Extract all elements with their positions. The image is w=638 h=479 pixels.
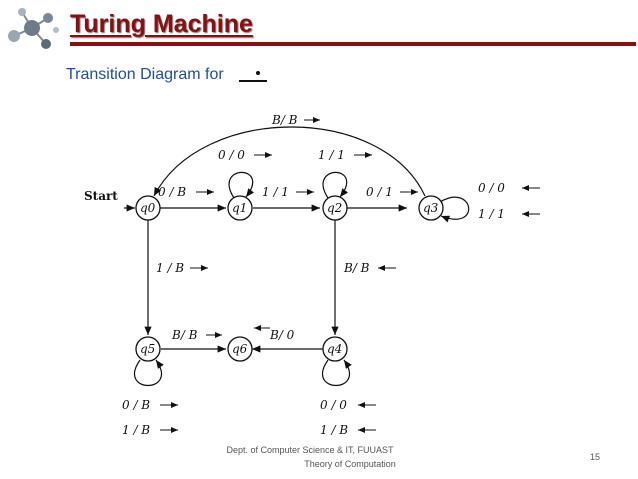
label-q2-q4: B/ B: [343, 261, 370, 275]
svg-text:q5: q5: [140, 342, 155, 356]
start-label: Start: [84, 189, 118, 203]
state-q6: q6: [227, 336, 253, 362]
state-q1: q1: [227, 195, 253, 221]
label-q5-q6: B/ B: [171, 328, 198, 342]
svg-text:q1: q1: [232, 201, 247, 215]
label-q3-q0: B/ B: [271, 113, 298, 127]
svg-text:q3: q3: [423, 201, 439, 215]
footer-course: Theory of Computation: [304, 459, 396, 469]
label-q1-q2: 1 / 1: [262, 185, 289, 199]
molecule-logo-icon: [8, 8, 59, 49]
label-q4-loop-a: 0 / 0: [320, 398, 347, 412]
footer-department: Dept. of Computer Science & IT, FUUAST: [226, 445, 394, 455]
state-q4: q4: [322, 336, 348, 362]
edge-q3-q0: [153, 126, 426, 197]
label-q2-loop: 1 / 1: [318, 148, 345, 162]
label-q3-loop-a: 0 / 0: [478, 181, 505, 195]
label-q3-loop-b: 1 / 1: [478, 207, 505, 221]
state-q5: q5: [135, 336, 161, 362]
svg-text:q6: q6: [232, 342, 248, 356]
loop-q1: [228, 171, 255, 199]
loop-q3: [439, 196, 470, 223]
page-number: 15: [590, 452, 601, 462]
label-q0-q5: 1 / B: [156, 261, 184, 275]
loop-q4: [321, 359, 352, 386]
svg-text:q4: q4: [327, 342, 342, 356]
loop-q5: [133, 359, 164, 386]
state-q3: q3: [418, 195, 444, 221]
label-q4-loop-b: 1 / B: [320, 423, 348, 437]
state-q0: q0: [135, 195, 161, 221]
svg-text:q2: q2: [327, 201, 342, 215]
language-symbol-icon: [239, 71, 267, 82]
title-rule: [70, 42, 636, 46]
label-q2-q3: 0 / 1: [366, 185, 393, 199]
loop-q2: [322, 171, 349, 199]
label-q1-loop: 0 / 0: [218, 148, 245, 162]
transition-diagram: Start q0 q1 q2 q3 q5 q6 q4 B/ B 0 / 0 1 …: [84, 113, 540, 437]
slide-subtitle: Transition Diagram for: [66, 66, 224, 83]
footer: Dept. of Computer Science & IT, FUUAST T…: [200, 443, 440, 471]
label-q4-q6: B/ 0: [269, 328, 295, 342]
svg-text:q0: q0: [140, 201, 156, 215]
label-q0-q1: 0 / B: [158, 185, 186, 199]
slide-title: Turing Machine: [70, 10, 253, 38]
state-q2: q2: [322, 195, 348, 221]
label-q5-loop-a: 0 / B: [122, 398, 150, 412]
label-q5-loop-b: 1 / B: [122, 423, 150, 437]
